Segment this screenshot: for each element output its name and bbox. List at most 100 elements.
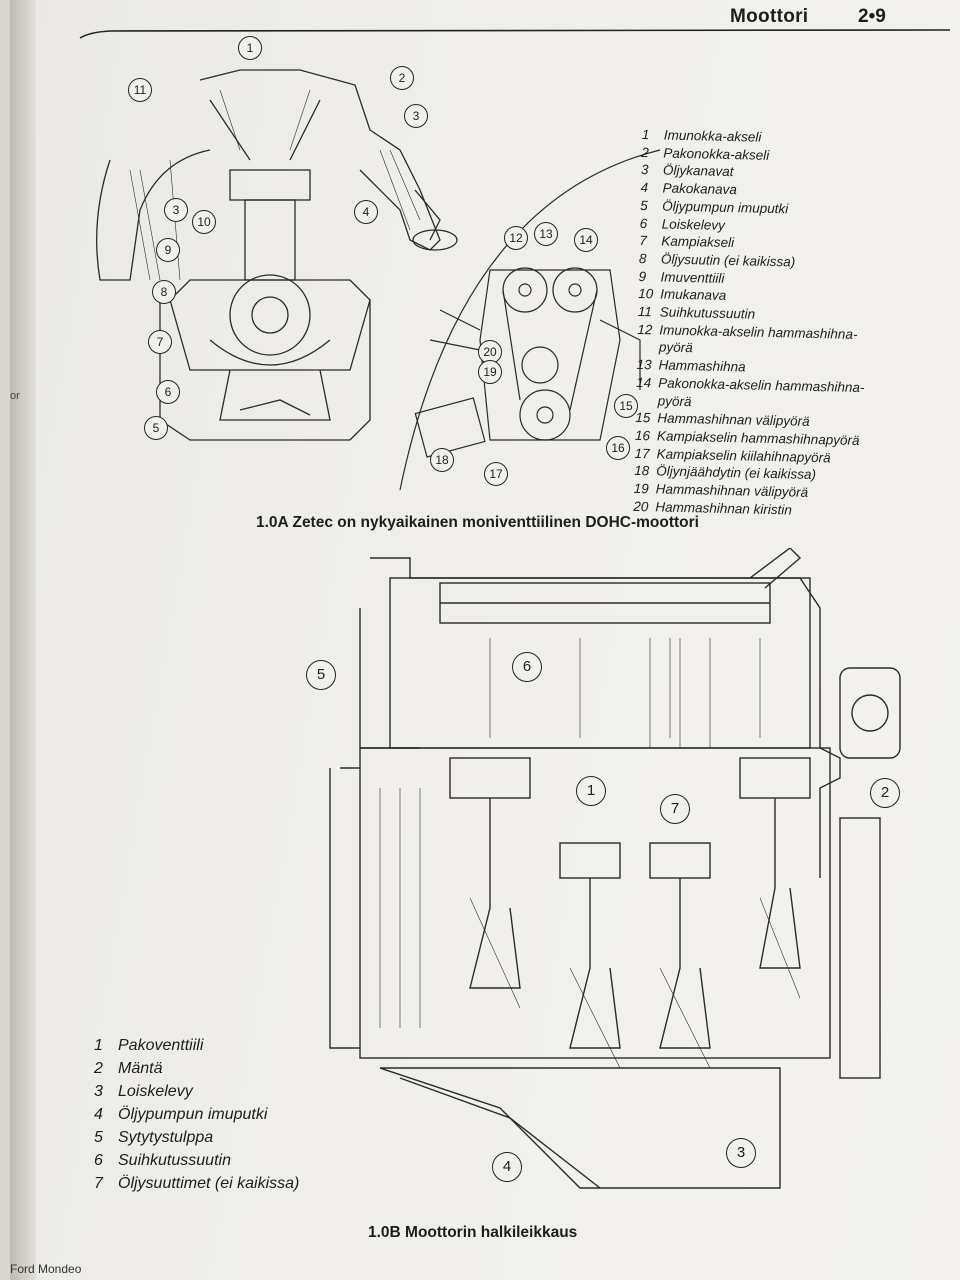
figure-b-legend-item: 6 Suihkutussuutin <box>94 1149 299 1172</box>
callout-3: 3 <box>404 104 428 128</box>
callout-b4: 4 <box>492 1152 522 1182</box>
legend-label: Öljynjäähdytin (ei kaikissa) <box>656 463 817 483</box>
legend-label: Loiskelevy <box>661 215 725 233</box>
book-spine <box>10 0 36 1280</box>
legend-number: 8 <box>638 250 647 267</box>
legend-number: 1 <box>94 1037 103 1054</box>
legend-label: Öljykanavat <box>662 162 734 180</box>
legend-number: 3 <box>94 1083 103 1100</box>
callout-12: 12 <box>504 226 528 250</box>
legend-label: Sytytystulppa <box>118 1129 214 1146</box>
callout-11: 11 <box>128 78 152 102</box>
legend-label: Pakonokka-akselin hammashihna- <box>658 375 865 395</box>
legend-label: Öljysuuttimet (ei kaikissa) <box>118 1175 300 1192</box>
legend-number: 15 <box>635 410 651 426</box>
callout-6: 6 <box>156 380 180 404</box>
legend-number: 11 <box>637 303 652 320</box>
callout-1: 1 <box>238 36 262 60</box>
legend-label: Suihkutussuutin <box>659 304 756 322</box>
callout-3b: 3 <box>164 198 188 222</box>
legend-label: Suihkutussuutin <box>118 1152 231 1169</box>
figure-b-legend-item: 2 Mäntä <box>94 1057 299 1080</box>
engine-cross-section-drawing <box>96 69 458 441</box>
callout-15: 15 <box>614 394 638 418</box>
legend-label: Imukanava <box>660 286 727 304</box>
legend-number: 19 <box>633 480 649 497</box>
callout-13: 13 <box>534 222 558 246</box>
figure-a-caption: 1.0A Zetec on nykyaikainen moniventtiili… <box>256 514 699 531</box>
legend-number: 2 <box>94 1060 103 1077</box>
legend-number: 6 <box>639 215 648 231</box>
edge-text: or <box>10 390 20 402</box>
timing-belt-drawing <box>399 149 661 491</box>
figure-a-legend: 1 Imunokka-akseli 2 Pakonokka-akseli 3 Öljyka… <box>633 126 870 521</box>
legend-number: 3 <box>640 162 649 178</box>
callout-b7: 7 <box>660 794 690 824</box>
callout-b5: 5 <box>306 660 336 690</box>
legend-number: 13 <box>636 357 652 373</box>
legend-label: Kampiakselin hammashihnapyörä <box>656 428 860 448</box>
legend-number: 17 <box>634 445 650 461</box>
legend-number: 14 <box>636 374 652 391</box>
callout-10: 10 <box>192 210 216 234</box>
legend-label: Hammashihnan välipyörä <box>655 481 809 500</box>
callout-9: 9 <box>156 238 180 262</box>
callout-2: 2 <box>390 66 414 90</box>
book-page: Moottori 2•9 or 1 2 3 4 3 10 <box>10 0 960 1280</box>
legend-label: Pakoventtiili <box>118 1037 204 1054</box>
legend-label: Imuventtiili <box>660 269 725 286</box>
legend-label: Hammashihnan välipyörä <box>657 410 810 430</box>
callout-17: 17 <box>484 462 508 486</box>
section-title: Moottori <box>730 6 809 27</box>
header-rule <box>79 29 951 39</box>
legend-label: Öljypumpun imuputki <box>662 198 789 217</box>
callout-19: 19 <box>478 360 502 384</box>
callout-14: 14 <box>574 228 598 252</box>
legend-label: pyörä <box>658 339 693 356</box>
engine-longitudinal-section-drawing <box>329 548 901 1189</box>
legend-number: 10 <box>638 286 654 302</box>
figure-b-legend: 1 Pakoventtiili 2 Mäntä 3 Loiskelevy 4 Öljypump… <box>94 1034 299 1195</box>
legend-number: 9 <box>638 268 647 284</box>
legend-number: 5 <box>640 197 648 213</box>
callout-16: 16 <box>606 436 630 460</box>
legend-number: 7 <box>94 1175 103 1192</box>
figure-b-legend-item: 4 Öljypumpun imuputki <box>94 1103 299 1126</box>
callout-b1: 1 <box>576 776 606 806</box>
legend-number: 16 <box>634 427 651 444</box>
legend-number: 4 <box>94 1106 103 1123</box>
legend-label: Mäntä <box>118 1060 163 1077</box>
legend-number: 7 <box>639 233 648 249</box>
legend-label: Loiskelevy <box>118 1083 193 1100</box>
legend-number: 2 <box>641 144 650 160</box>
legend-label: Öljypumpun imuputki <box>118 1106 268 1123</box>
legend-label: Öljysuutin (ei kaikissa) <box>660 251 796 270</box>
legend-label: Hammashihna <box>658 357 746 375</box>
footer-book-title: Ford Mondeo <box>10 1262 82 1276</box>
figure-b-legend-item: 3 Loiskelevy <box>94 1080 299 1103</box>
legend-label: pyörä <box>657 392 692 409</box>
legend-number: 1 <box>641 126 650 143</box>
legend-label: Pakokanava <box>662 180 738 198</box>
callout-8: 8 <box>152 280 176 304</box>
callout-b6: 6 <box>512 652 542 682</box>
callout-18: 18 <box>430 448 454 472</box>
callout-b2: 2 <box>870 778 900 808</box>
legend-label: Kampiakseli <box>661 233 735 251</box>
legend-number: 6 <box>94 1152 103 1169</box>
figure-b-caption: 1.0B Moottorin halkileikkaus <box>368 1224 578 1241</box>
callout-20: 20 <box>478 340 502 364</box>
legend-number: 12 <box>637 321 653 338</box>
legend-label: Imunokka-akseli <box>663 127 762 145</box>
legend-number: 18 <box>634 463 650 479</box>
figure-b-legend-item: 1 Pakoventtiili <box>94 1034 299 1057</box>
callout-4: 4 <box>354 200 378 224</box>
callout-5: 5 <box>144 416 168 440</box>
legend-label: Kampiakselin kiilahihnapyörä <box>656 446 831 466</box>
page-number: 2•9 <box>858 6 886 27</box>
figure-b-legend-item: 7 Öljysuuttimet (ei kaikissa) <box>94 1172 299 1195</box>
legend-number: 4 <box>640 180 649 196</box>
callout-7: 7 <box>148 330 172 354</box>
legend-label: Pakonokka-akseli <box>663 145 770 163</box>
